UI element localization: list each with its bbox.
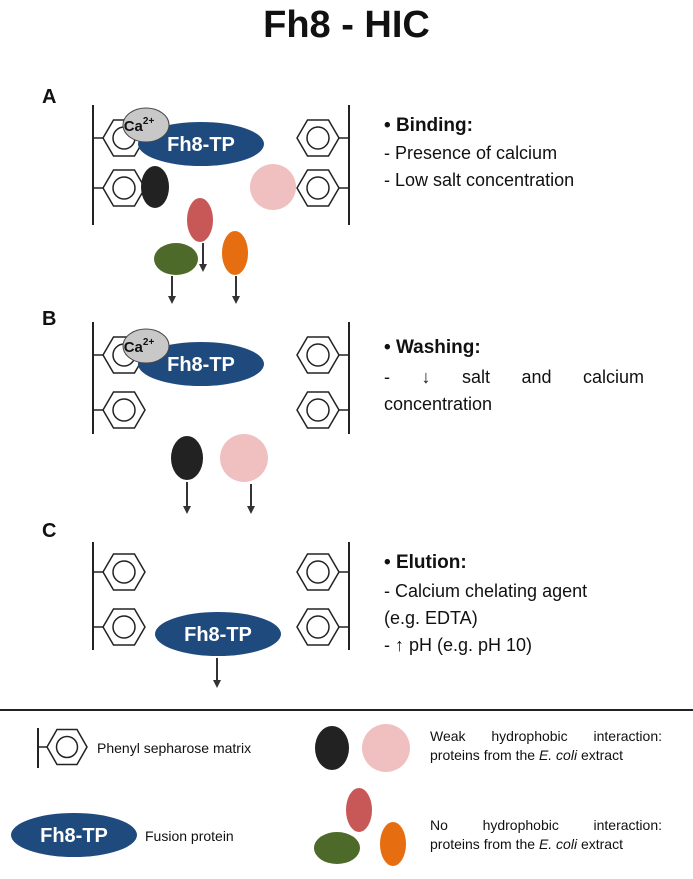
fusion-protein [138,122,264,166]
step-b-line-1: - ↓ salt and calcium [384,367,644,387]
panel-a: Fh8-TP Ca2+ [92,105,350,304]
legend-red-protein [346,788,372,832]
step-b-heading: • Washing: [384,337,481,358]
step-c-line-1: - Calcium chelating agent [384,581,588,601]
step-letter-c: C [42,520,57,542]
fusion-protein [155,612,281,656]
step-letter-a: A [42,86,57,108]
phenyl-ring-icon [296,391,340,429]
step-a-heading: • Binding: [384,115,473,136]
pink-protein [220,434,268,482]
legend-fusion-protein [11,813,137,857]
legend-orange-protein [380,822,406,866]
legend-none-line-2: proteins from the E. coli extract [430,836,623,852]
phenyl-ring-icon [102,169,146,207]
phenyl-ring-icon [296,553,340,591]
phenyl-ring-icon [296,119,340,157]
legend-matrix-symbol [37,728,88,768]
step-letter-b: B [42,308,57,330]
fusion-label: Fh8-TP [167,354,235,376]
legend-green-protein [314,832,360,864]
black-protein [171,436,203,480]
calcium-label: Ca2+ [124,337,155,356]
fusion-protein [138,342,264,386]
black-protein [141,166,169,208]
legend-weak-line-1: Weak hydrophobic interaction: [430,728,662,744]
step-c-heading: • Elution: [384,552,467,573]
fusion-label: Fh8-TP [184,624,252,646]
pink-protein [250,164,296,210]
green-protein [154,243,198,275]
orange-protein [222,231,248,275]
phenyl-ring-icon [296,608,340,646]
legend-black-protein [315,726,349,770]
phenyl-ring-icon [102,391,146,429]
step-c-line-3: - ↑ pH (e.g. pH 10) [384,635,533,655]
legend-fusion-label: Fh8-TP [40,825,108,847]
legend: Fh8-TP [11,724,410,866]
legend-none-line-1: No hydrophobic interaction: [430,817,662,833]
legend-matrix-label: Phenyl sepharose matrix [97,740,252,756]
phenyl-ring-icon [296,169,340,207]
legend-pink-protein [362,724,410,772]
phenyl-ring-icon [102,553,146,591]
calcium-label: Ca2+ [124,116,155,135]
phenyl-ring-icon [102,608,146,646]
calcium-ion [122,328,170,364]
legend-weak-line-2: proteins from the E. coli extract [430,747,623,763]
phenyl-ring-icon [296,336,340,374]
panel-c: Fh8-TP [92,542,350,688]
red-protein [187,198,213,242]
step-a-line-1: - Presence of calcium [384,143,558,163]
step-b-line-2: concentration [384,394,493,414]
step-c-line-2: (e.g. EDTA) [384,608,478,628]
calcium-ion [122,107,170,143]
legend-fusion-text: Fusion protein [145,828,234,844]
panel-b: Fh8-TP Ca2+ [92,322,350,514]
page-title: Fh8 - HIC [263,4,430,46]
step-a-line-2: - Low salt concentration [384,170,575,190]
fusion-label: Fh8-TP [167,134,235,156]
